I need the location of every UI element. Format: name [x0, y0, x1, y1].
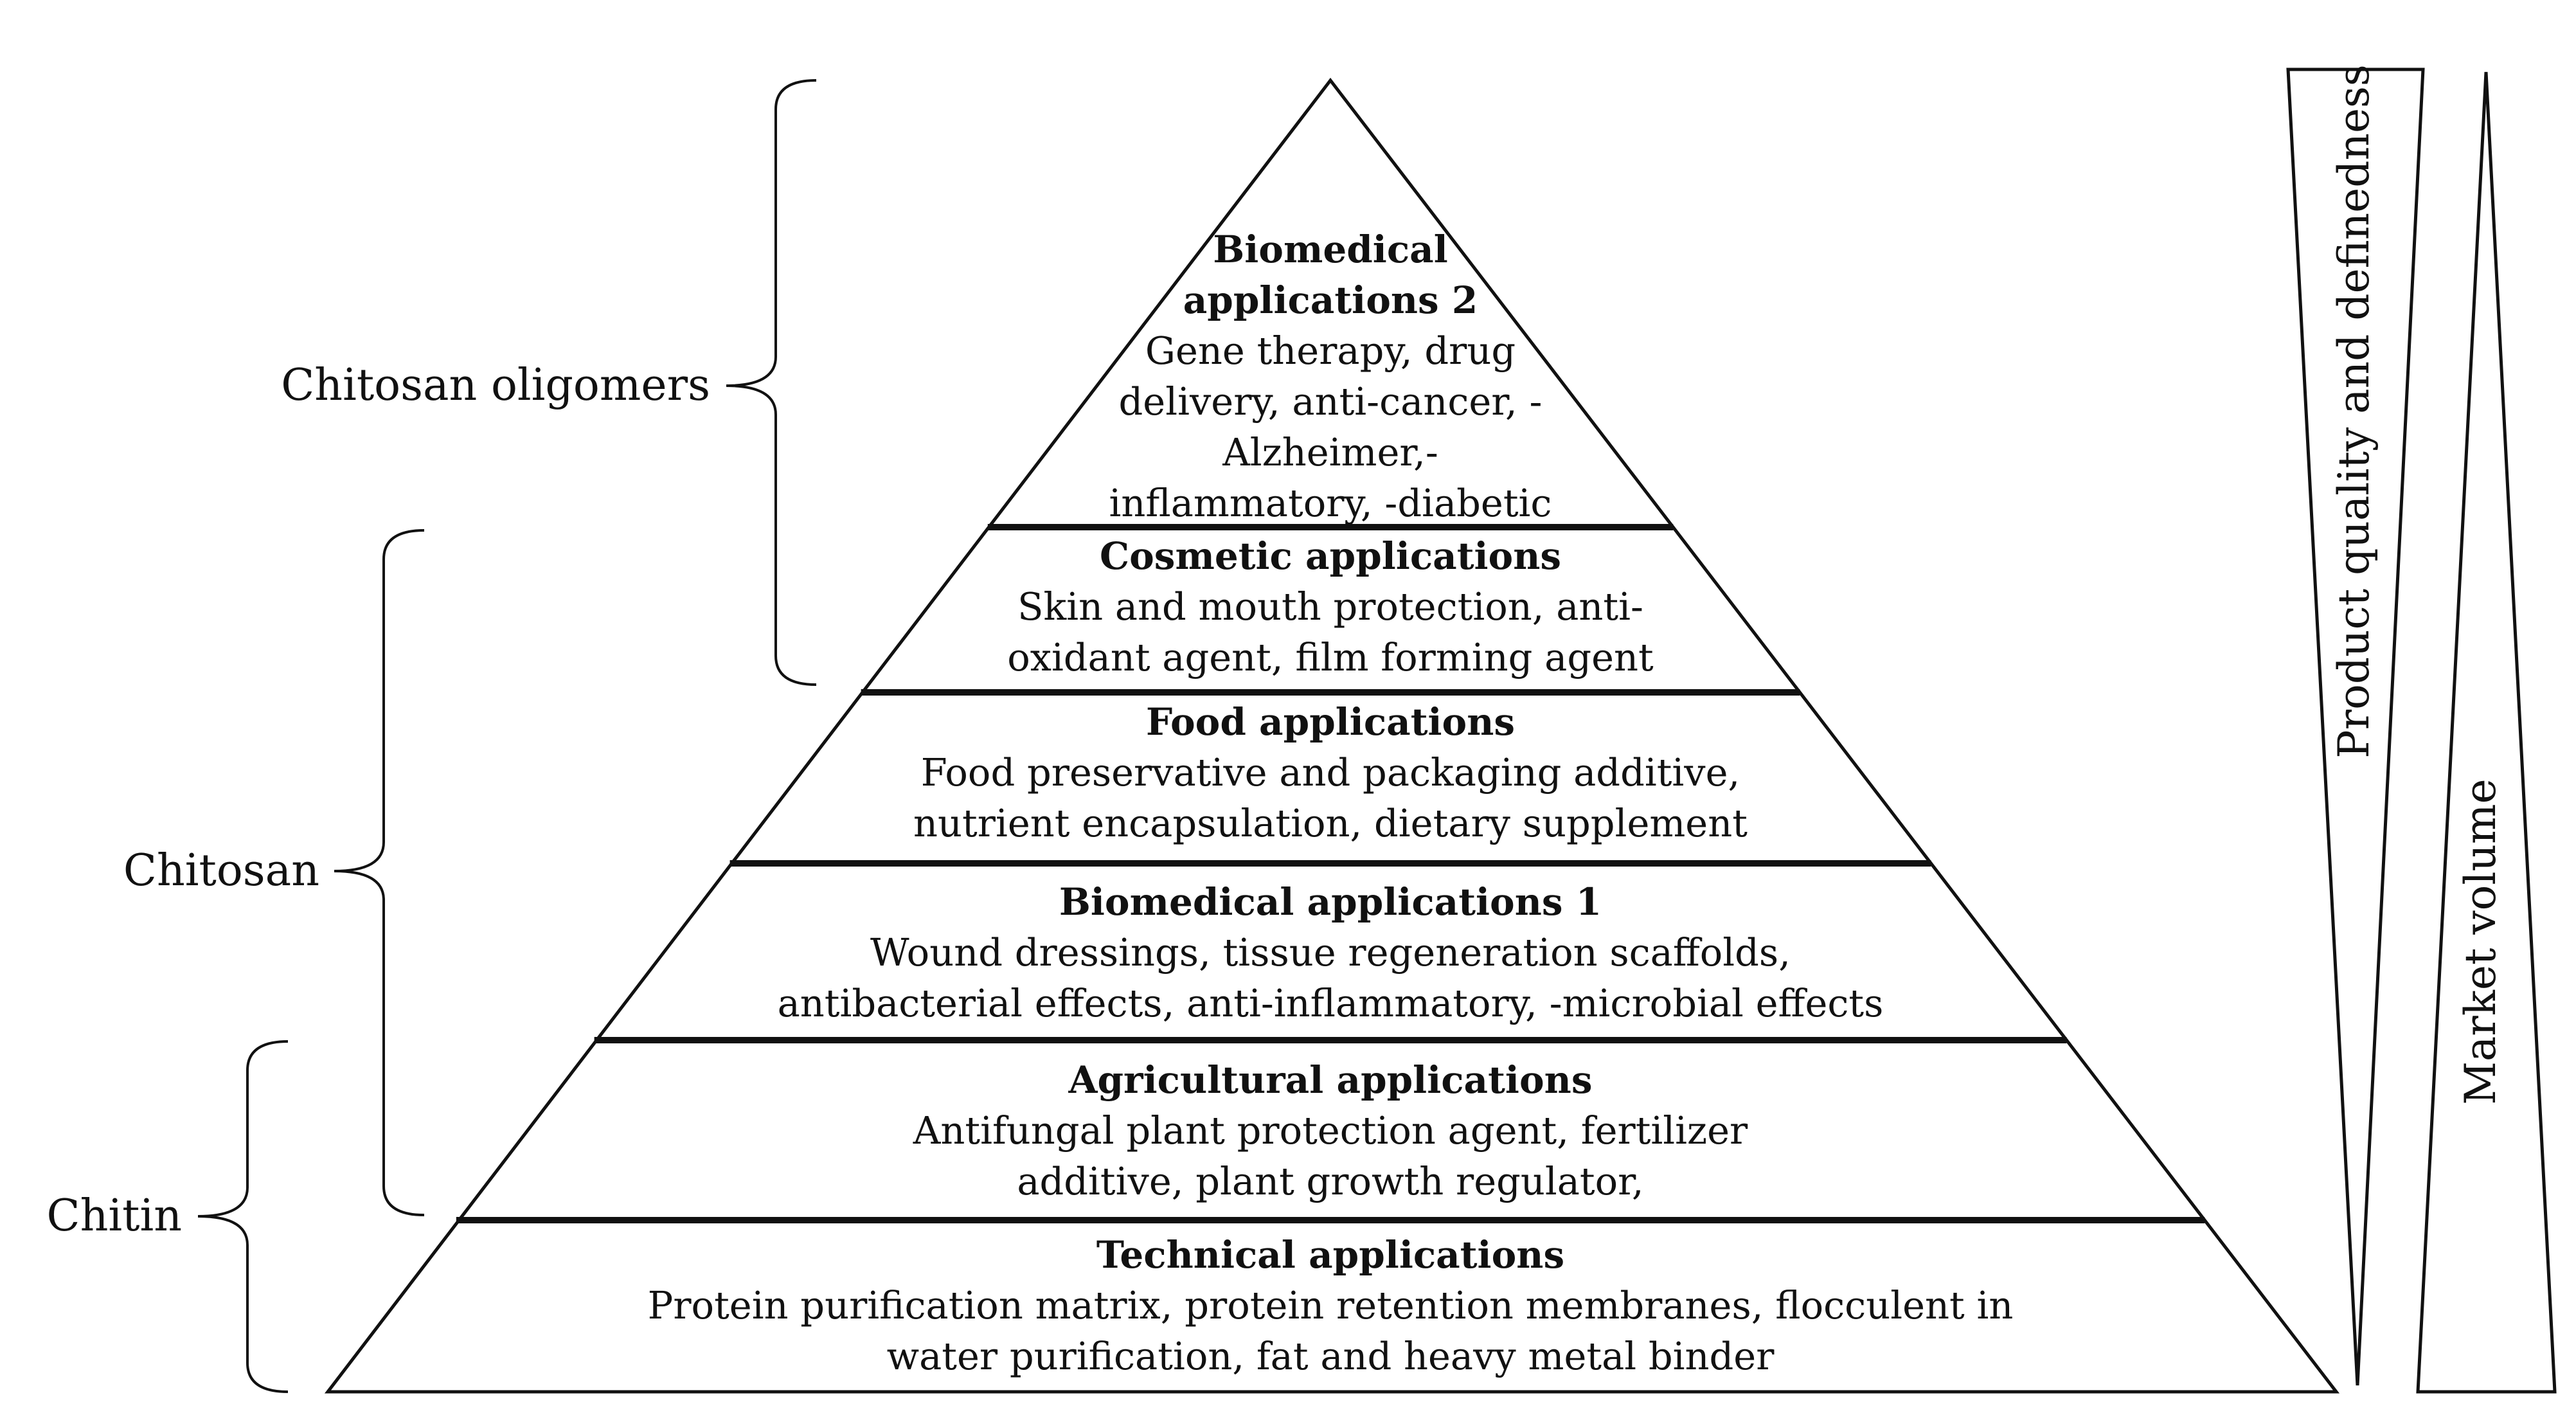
tier-description: Skin and mouth protection, anti- — [1017, 584, 1643, 629]
bracket-chitosan-oligomers: Chitosan oligomers — [281, 79, 817, 686]
tier-biomedical-2: Biomedical applications 2 Gene therapy, dr… — [1109, 228, 1552, 525]
group-label: Chitosan — [123, 845, 319, 896]
scale-market-volume: Market volume — [2416, 71, 2557, 1394]
wedge-decreasing-downward — [2286, 68, 2425, 1386]
scale-label: Product quality and definedness — [2329, 64, 2379, 759]
curly-brace — [197, 1040, 289, 1393]
scale-product-quality: Product quality and definedness — [2286, 64, 2425, 1386]
tier-title: Cosmetic applications — [1100, 534, 1561, 578]
tier-description: additive, plant growth regulator, — [1017, 1159, 1643, 1203]
bracket-chitin: Chitin — [47, 1040, 289, 1393]
bracket-chitosan: Chitosan — [123, 529, 425, 1216]
tier-description: Antifungal plant protection agent, ferti… — [913, 1108, 1748, 1153]
group-label: Chitin — [47, 1191, 182, 1241]
tier-description: water purification, fat and heavy metal … — [887, 1334, 1775, 1378]
tier-description: Gene therapy, drug — [1145, 328, 1516, 373]
tier-description: nutrient encapsulation, dietary suppleme… — [913, 801, 1748, 845]
group-label: Chitosan oligomers — [281, 360, 710, 411]
tier-title: Biomedical applications 1 — [1059, 880, 1602, 924]
tier-description: Alzheimer,- — [1222, 430, 1438, 474]
tier-title: Food applications — [1146, 700, 1515, 744]
tier-description: inflammatory, -diabetic — [1109, 481, 1552, 525]
application-pyramid: Biomedical applications 2 Gene therapy, dr… — [324, 77, 2340, 1394]
tier-description: Food preservative and packaging additive… — [921, 750, 1740, 795]
pyramid-outline — [324, 77, 2340, 1394]
tier-description: antibacterial effects, anti-inflammatory… — [778, 981, 1884, 1025]
tier-title: Technical applications — [1096, 1233, 1564, 1277]
scale-label: Market volume — [2456, 779, 2505, 1104]
tier-description: Wound dressings, tissue regeneration sca… — [870, 930, 1791, 975]
wedge-increasing-downward — [2416, 71, 2557, 1394]
curly-brace — [334, 529, 425, 1216]
tier-description: oxidant agent, film forming agent — [1007, 635, 1654, 680]
tier-title: applications 2 — [1183, 278, 1478, 322]
tier-description: Protein purification matrix, protein ret… — [648, 1283, 2014, 1328]
tier-biomedical-1: Biomedical applications 1 Wound dressings… — [778, 880, 1884, 1025]
tier-title: Agricultural applications — [1068, 1058, 1593, 1102]
tier-title: Biomedical — [1213, 228, 1448, 271]
curly-brace — [726, 79, 817, 686]
tier-description: delivery, anti-cancer, - — [1119, 379, 1543, 424]
